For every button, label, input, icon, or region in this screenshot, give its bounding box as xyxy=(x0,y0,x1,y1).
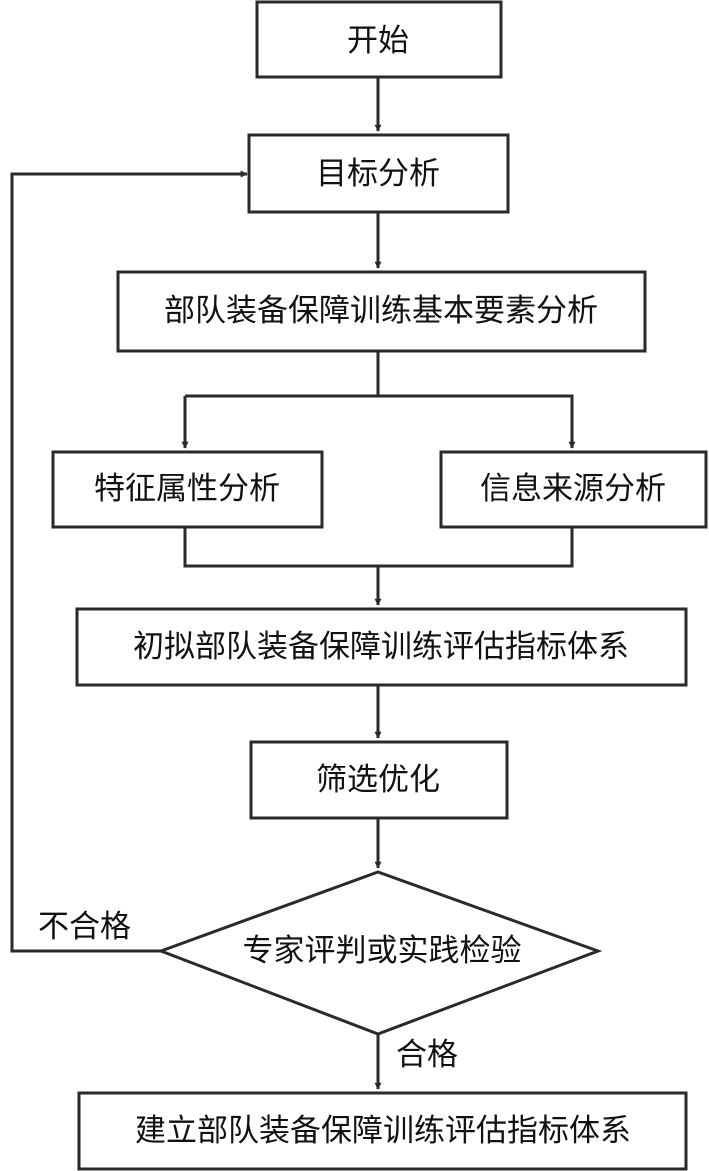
optimize-node xyxy=(249,740,509,820)
draft-system-label: 初拟部队装备保障训练评估指标体系 xyxy=(133,629,629,665)
element-analysis-label: 部队装备保障训练基本要素分析 xyxy=(164,293,598,329)
review-decision-label: 专家评判或实践检验 xyxy=(243,933,522,969)
attribute-analysis-label: 特征属性分析 xyxy=(94,471,280,507)
start-node xyxy=(255,0,503,79)
final-system-label: 建立部队装备保障训练评估指标体系 xyxy=(135,1113,631,1149)
pass-edge-label: 合格 xyxy=(396,1037,458,1073)
connector-elements-split xyxy=(185,351,380,398)
fail-edge-label: 不合格 xyxy=(38,909,131,945)
optimize-label: 筛选优化 xyxy=(316,762,440,798)
final-system-node xyxy=(77,1091,688,1171)
start-label: 开始 xyxy=(347,23,409,59)
review-decision-node xyxy=(156,870,603,1036)
connector-fail-loop xyxy=(10,170,248,953)
draft-system-node xyxy=(75,607,688,687)
connector-split-to-sources xyxy=(378,394,576,449)
source-analysis-node xyxy=(439,450,708,529)
element-analysis-node xyxy=(116,270,647,353)
goal-analysis-node xyxy=(247,133,510,214)
connector-branches-join xyxy=(183,527,574,568)
source-analysis-label: 信息来源分析 xyxy=(480,471,666,507)
goal-analysis-label: 目标分析 xyxy=(316,156,440,192)
attribute-analysis-node xyxy=(51,450,324,529)
